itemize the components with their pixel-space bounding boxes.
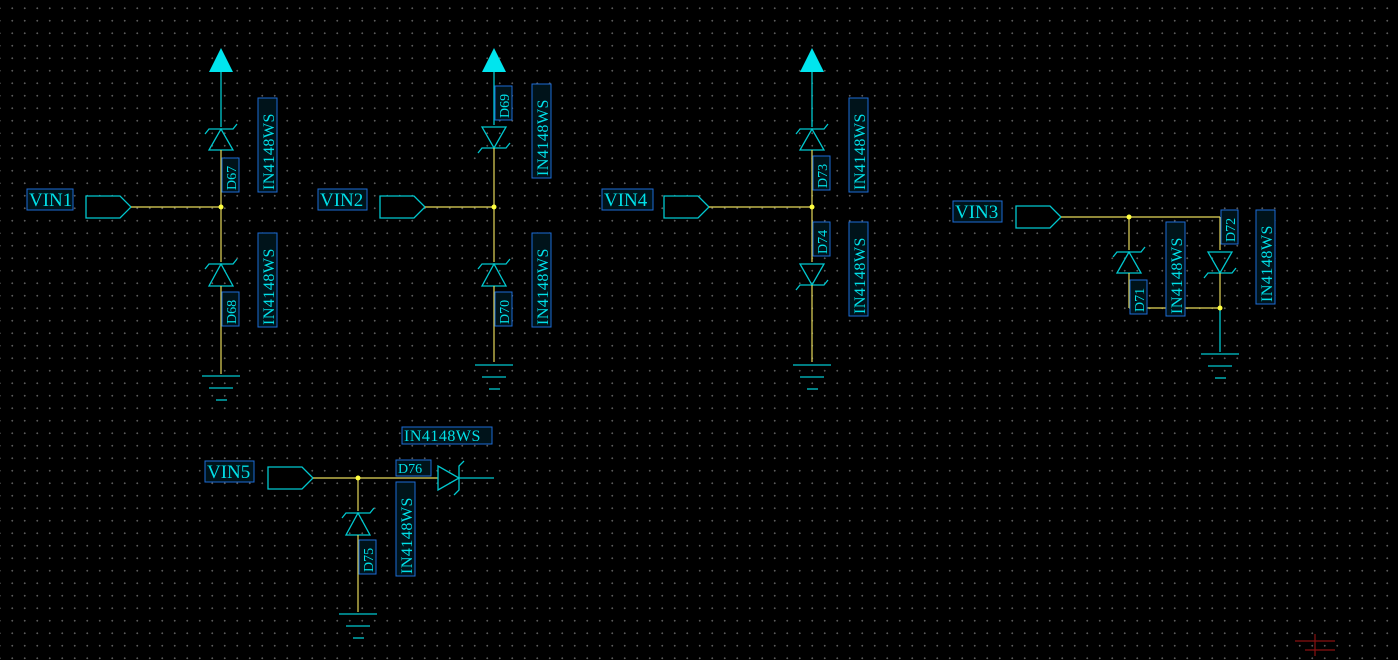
ground-icon bbox=[1201, 353, 1239, 379]
diode-d73[interactable] bbox=[795, 123, 829, 151]
net-label-box bbox=[26, 188, 74, 211]
designator-d76: D76 bbox=[398, 462, 422, 477]
power-arrow-icon bbox=[800, 48, 824, 72]
designator-d68: D68 bbox=[225, 300, 240, 324]
diode-d71[interactable] bbox=[1112, 246, 1146, 274]
net-label-vin5: VIN5 bbox=[207, 462, 250, 483]
part-value-d69: IN4148WS bbox=[535, 99, 552, 176]
part-value-d76: IN4148WS bbox=[404, 428, 481, 445]
ground-icon bbox=[793, 364, 831, 390]
part-value-d74: IN4148WS bbox=[852, 237, 869, 314]
net-label-vin2: VIN2 bbox=[320, 190, 363, 211]
part-value-d67: IN4148WS bbox=[261, 113, 278, 190]
power-arrow-icon bbox=[209, 48, 233, 72]
part-value-d73: IN4148WS bbox=[852, 113, 869, 190]
ground-icon bbox=[339, 613, 377, 639]
diode-d70[interactable] bbox=[477, 258, 511, 287]
port-vin4[interactable] bbox=[663, 195, 710, 219]
circuit-vin4: VIN4 D73 D74 IN4148WS IN4148WS bbox=[601, 48, 869, 390]
diode-d75[interactable] bbox=[341, 507, 375, 536]
diode-d68[interactable] bbox=[204, 258, 238, 287]
ground-icon bbox=[475, 364, 513, 390]
designator-d69: D69 bbox=[498, 94, 513, 118]
net-label-vin3: VIN3 bbox=[955, 202, 998, 223]
designator-d74: D74 bbox=[816, 230, 831, 254]
circuit-vin3: VIN3 D71 D72 IN4148WS IN4148WS bbox=[952, 200, 1276, 379]
port-vin3[interactable] bbox=[1015, 205, 1062, 229]
ground-icon bbox=[202, 375, 240, 401]
designator-d67: D67 bbox=[225, 166, 240, 190]
net-label-vin1: VIN1 bbox=[29, 190, 72, 211]
port-vin2[interactable] bbox=[379, 195, 426, 219]
designator-d71: D71 bbox=[1133, 288, 1148, 312]
circuit-vin2: VIN2 D69 D70 IN4148WS IN4148WS bbox=[317, 48, 552, 390]
port-vin1[interactable] bbox=[85, 195, 132, 219]
circuit-vin1: VIN1 D67 D68 IN4148WS IN4148WS bbox=[26, 48, 278, 401]
port-vin5[interactable] bbox=[267, 466, 314, 490]
diode-d67[interactable] bbox=[204, 123, 238, 151]
part-value-d72: IN4148WS bbox=[1259, 225, 1276, 302]
designator-d75: D75 bbox=[362, 548, 377, 572]
part-value-d68: IN4148WS bbox=[261, 248, 278, 325]
designator-d72: D72 bbox=[1224, 218, 1239, 242]
part-value-d70: IN4148WS bbox=[535, 248, 552, 325]
part-value-d71: IN4148WS bbox=[1169, 237, 1186, 314]
circuit-vin5: VIN5 D75 IN4148WS D76 IN4148WS bbox=[204, 426, 494, 639]
part-value-d75: IN4148WS bbox=[399, 497, 416, 574]
net-label-vin4: VIN4 bbox=[604, 190, 648, 211]
origin-marker-icon bbox=[1295, 634, 1335, 656]
designator-d73: D73 bbox=[816, 164, 831, 188]
power-arrow-icon bbox=[482, 48, 506, 72]
designator-d70: D70 bbox=[498, 300, 513, 324]
